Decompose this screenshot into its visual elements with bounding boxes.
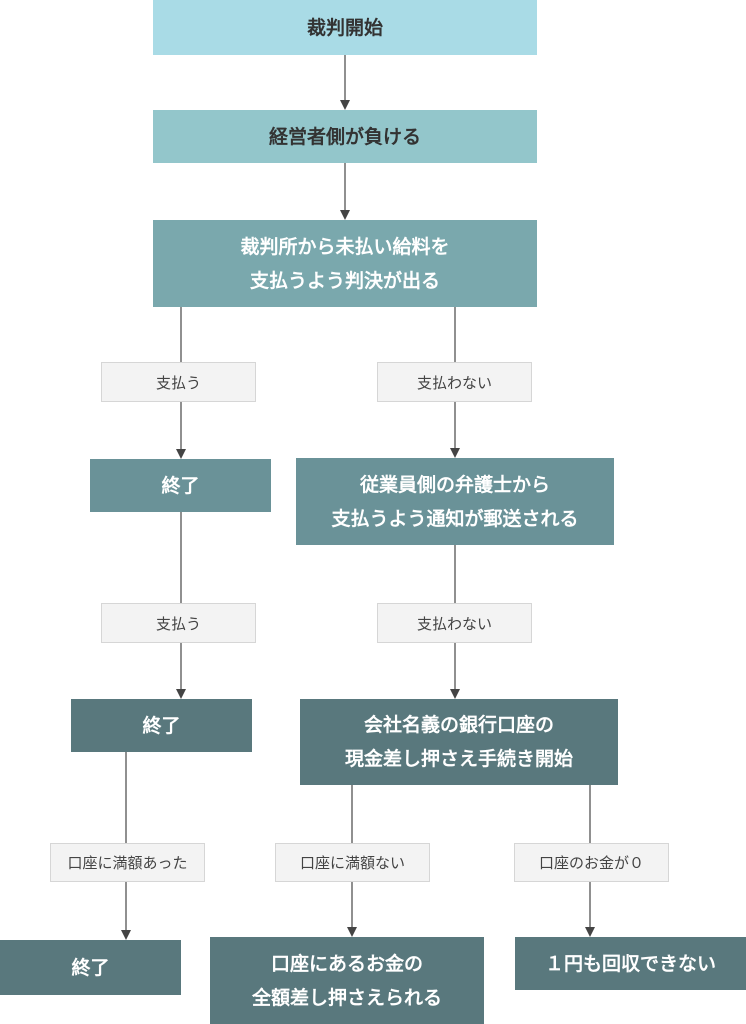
edge-label-account-full: 口座に満額あった [50, 843, 205, 882]
node-court-order-text: 裁判所から未払い給料を 支払うよう判決が出る [240, 235, 450, 292]
edge-label-not-pay-2: 支払わない [377, 603, 532, 643]
node-end-3: 終了 [0, 940, 181, 995]
node-end-1: 終了 [90, 459, 271, 512]
node-nothing-recovered: １円も回収できない [515, 937, 746, 990]
node-garnishment: 会社名義の銀行口座の 現金差し押さえ手続き開始 [300, 699, 618, 785]
node-trial-start-text: 裁判開始 [306, 16, 383, 39]
node-employer-loses: 経営者側が負ける [153, 110, 537, 163]
node-end-3-text: 終了 [71, 956, 110, 979]
node-end-1-text: 終了 [161, 474, 200, 497]
node-end-2-text: 終了 [142, 714, 181, 737]
node-end-2: 終了 [71, 699, 252, 752]
node-partial-seized-text: 口座にあるお金の 全額差し押さえられる [251, 952, 442, 1009]
edge-label-account-short: 口座に満額ない [275, 843, 430, 882]
node-partial-seized: 口座にあるお金の 全額差し押さえられる [210, 937, 484, 1024]
node-lawyer-notice: 従業員側の弁護士から 支払うよう通知が郵送される [296, 458, 614, 545]
node-lawyer-notice-text: 従業員側の弁護士から 支払うよう通知が郵送される [331, 473, 579, 530]
node-nothing-recovered-text: １円も回収できない [544, 952, 716, 975]
edge-label-pay-2: 支払う [101, 603, 256, 643]
edge-label-account-zero: 口座のお金が０ [514, 843, 669, 882]
edge-label-not-pay-1: 支払わない [377, 362, 532, 402]
edge-label-pay-1: 支払う [101, 362, 256, 402]
node-court-order: 裁判所から未払い給料を 支払うよう判決が出る [153, 220, 537, 307]
node-trial-start: 裁判開始 [153, 0, 537, 55]
node-garnishment-text: 会社名義の銀行口座の 現金差し押さえ手続き開始 [344, 714, 573, 770]
node-employer-loses-text: 経営者側が負ける [268, 125, 421, 148]
